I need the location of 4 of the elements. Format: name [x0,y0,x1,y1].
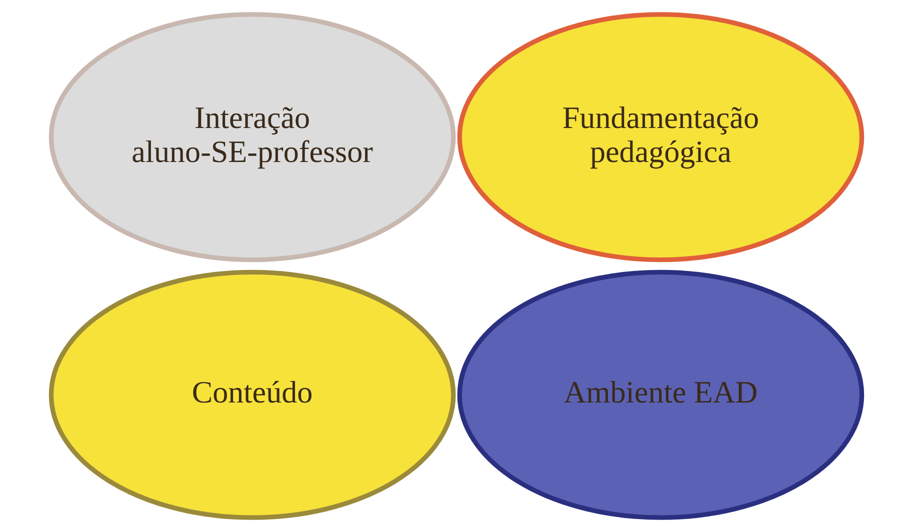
node-ellipse: Fundamentação pedagógica [456,12,864,262]
node-ellipse: Interação aluno-SE-professor [48,12,456,262]
node-ellipse: Conteúdo [48,270,456,520]
node-ellipse: Ambiente EAD [456,270,864,520]
